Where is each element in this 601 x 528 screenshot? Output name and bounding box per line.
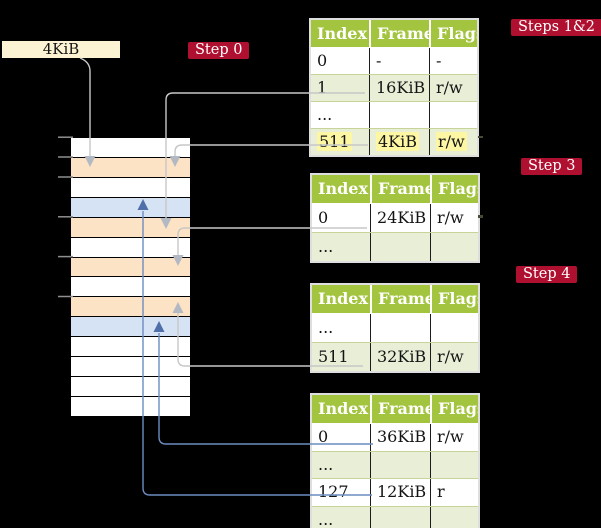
table-row: 0 -- [311, 47, 477, 74]
table-row: ... [311, 101, 477, 128]
memory-frame-row-orange [71, 257, 190, 278]
frame-size-label: 4KiB [2, 41, 120, 58]
memory-frame-row-white [71, 377, 190, 397]
badge-step-4: Step 4 [516, 266, 578, 283]
table-header-cell: Index [317, 24, 368, 43]
table-header-row: IndexFrameFlags [312, 285, 478, 313]
page-table-step-3: IndexFrameFlags 0 24KiBr/w... [310, 173, 480, 263]
table-header-cell: Flags [430, 175, 478, 203]
table-header-cell: Frame [370, 175, 430, 203]
table-row: ... [312, 505, 478, 528]
table-row: ... [312, 232, 478, 261]
memory-frame-row-orange [71, 297, 190, 318]
table-header-cell: Index [318, 179, 369, 198]
memory-frame-row-white [71, 177, 190, 198]
table-cell: 32KiB [370, 343, 430, 371]
badge-step-3: Step 3 [521, 158, 583, 175]
table-cell: - [429, 48, 477, 74]
table-cell: r/w [429, 129, 477, 155]
badge-step-0: Step 0 [188, 42, 250, 59]
table-cell: 36KiB [370, 424, 430, 451]
table-header-cell: Frame [370, 285, 430, 313]
table-header-cell: Index [318, 399, 369, 418]
table-cell [369, 102, 429, 128]
memory-frame-row-blue [71, 317, 190, 338]
table-header-cell: Flags [430, 285, 478, 313]
table-cell [429, 102, 477, 128]
table-cell [430, 506, 478, 528]
memory-frame-row-orange [71, 217, 190, 238]
table-cell: 0 [317, 51, 328, 70]
memory-frame-row-white [71, 237, 190, 258]
memory-frame-row-white [71, 277, 190, 298]
table-cell: 511 [311, 129, 369, 155]
table-header-cell: Frame [369, 20, 429, 47]
table-cell: 16KiB [369, 75, 429, 101]
memory-frame-row-white [71, 337, 190, 358]
table-header-cell: Flags [430, 395, 478, 423]
table-cell: 1 [317, 78, 328, 97]
table-cell: r/w [430, 204, 478, 232]
table-header-row: IndexFrameFlags [312, 395, 478, 423]
table-cell: r [430, 479, 478, 506]
table-cell: 0 [318, 427, 329, 446]
table-cell: ... [318, 318, 334, 337]
highlighted-value: 4KiB [376, 132, 420, 151]
table-row: 511 4KiB r/w [311, 128, 477, 155]
table-cell: r/w [430, 343, 478, 371]
table-cell: ... [318, 509, 334, 528]
table-cell [370, 506, 430, 528]
table-cell [430, 314, 478, 342]
table-header-row: IndexFrameFlags [311, 20, 477, 47]
memory-frame-row-blue [71, 197, 190, 218]
table-cell: ... [318, 237, 334, 256]
table-header-cell: Index [318, 289, 369, 308]
memory-frame-row-white [71, 138, 190, 158]
table-header-cell: Frame [370, 395, 430, 423]
memory-frame-row-orange [71, 157, 190, 178]
table-header-cell: Flags [429, 20, 477, 47]
table-cell [370, 451, 430, 478]
table-cell [430, 233, 478, 261]
table-cell: r/w [430, 424, 478, 451]
table-cell [430, 451, 478, 478]
badge-steps-1-2: Steps 1&2 [511, 19, 601, 36]
table-cell: 12KiB [370, 479, 430, 506]
table-cell: 511 [318, 347, 349, 366]
table-row: ... [312, 450, 478, 478]
physical-memory-column [70, 137, 191, 417]
highlighted-value: r/w [436, 132, 467, 151]
memory-frame-row-white [71, 396, 190, 416]
table-cell [370, 314, 430, 342]
memory-frame-row-white [71, 357, 190, 378]
table-cell [370, 233, 430, 261]
table-cell: 4KiB [369, 129, 429, 155]
table-header-row: IndexFrameFlags [312, 175, 478, 203]
table-cell: 127 [318, 482, 349, 501]
table-row: ... [312, 313, 478, 342]
table-cell: 0 [318, 208, 329, 227]
highlighted-value: 511 [317, 132, 352, 151]
table-cell: r/w [429, 75, 477, 101]
table-cell: ... [318, 454, 334, 474]
table-cell: 24KiB [370, 204, 430, 232]
table-cell: ... [317, 105, 333, 124]
table-cell: - [369, 48, 429, 74]
